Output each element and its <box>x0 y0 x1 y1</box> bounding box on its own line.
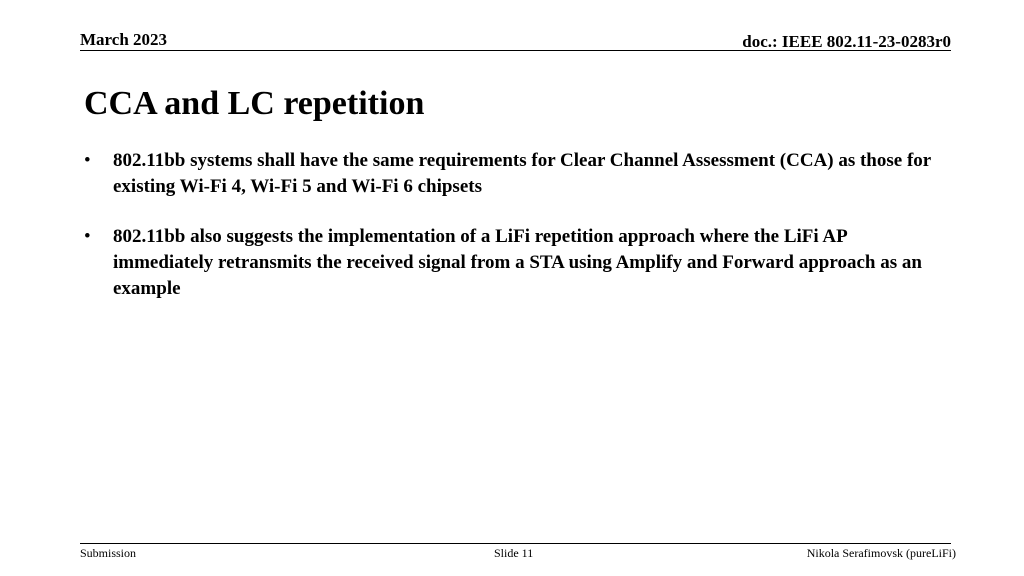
bullet-marker: • <box>84 150 91 171</box>
header-date: March 2023 <box>80 30 168 49</box>
bullet-list: • 802.11bb systems shall have the same r… <box>84 148 944 326</box>
bullet-text: 802.11bb systems shall have the same req… <box>113 150 931 197</box>
bullet-marker: • <box>84 226 91 247</box>
header-doc-id: doc.: IEEE 802.11-23-0283r0 <box>742 32 951 51</box>
footer-author: Nikola Serafimovsk (pureLiFi) <box>806 546 956 560</box>
bullet-item: • 802.11bb also suggests the implementat… <box>84 224 944 302</box>
footer-slide-number: Slide 11 <box>494 546 534 560</box>
footer-divider <box>80 543 951 544</box>
footer-submission: Submission <box>80 546 137 560</box>
bullet-text: 802.11bb also suggests the implementatio… <box>113 226 922 299</box>
slide-title: CCA and LC repetition <box>84 85 425 122</box>
header-divider <box>80 50 951 51</box>
bullet-item: • 802.11bb systems shall have the same r… <box>84 148 944 200</box>
